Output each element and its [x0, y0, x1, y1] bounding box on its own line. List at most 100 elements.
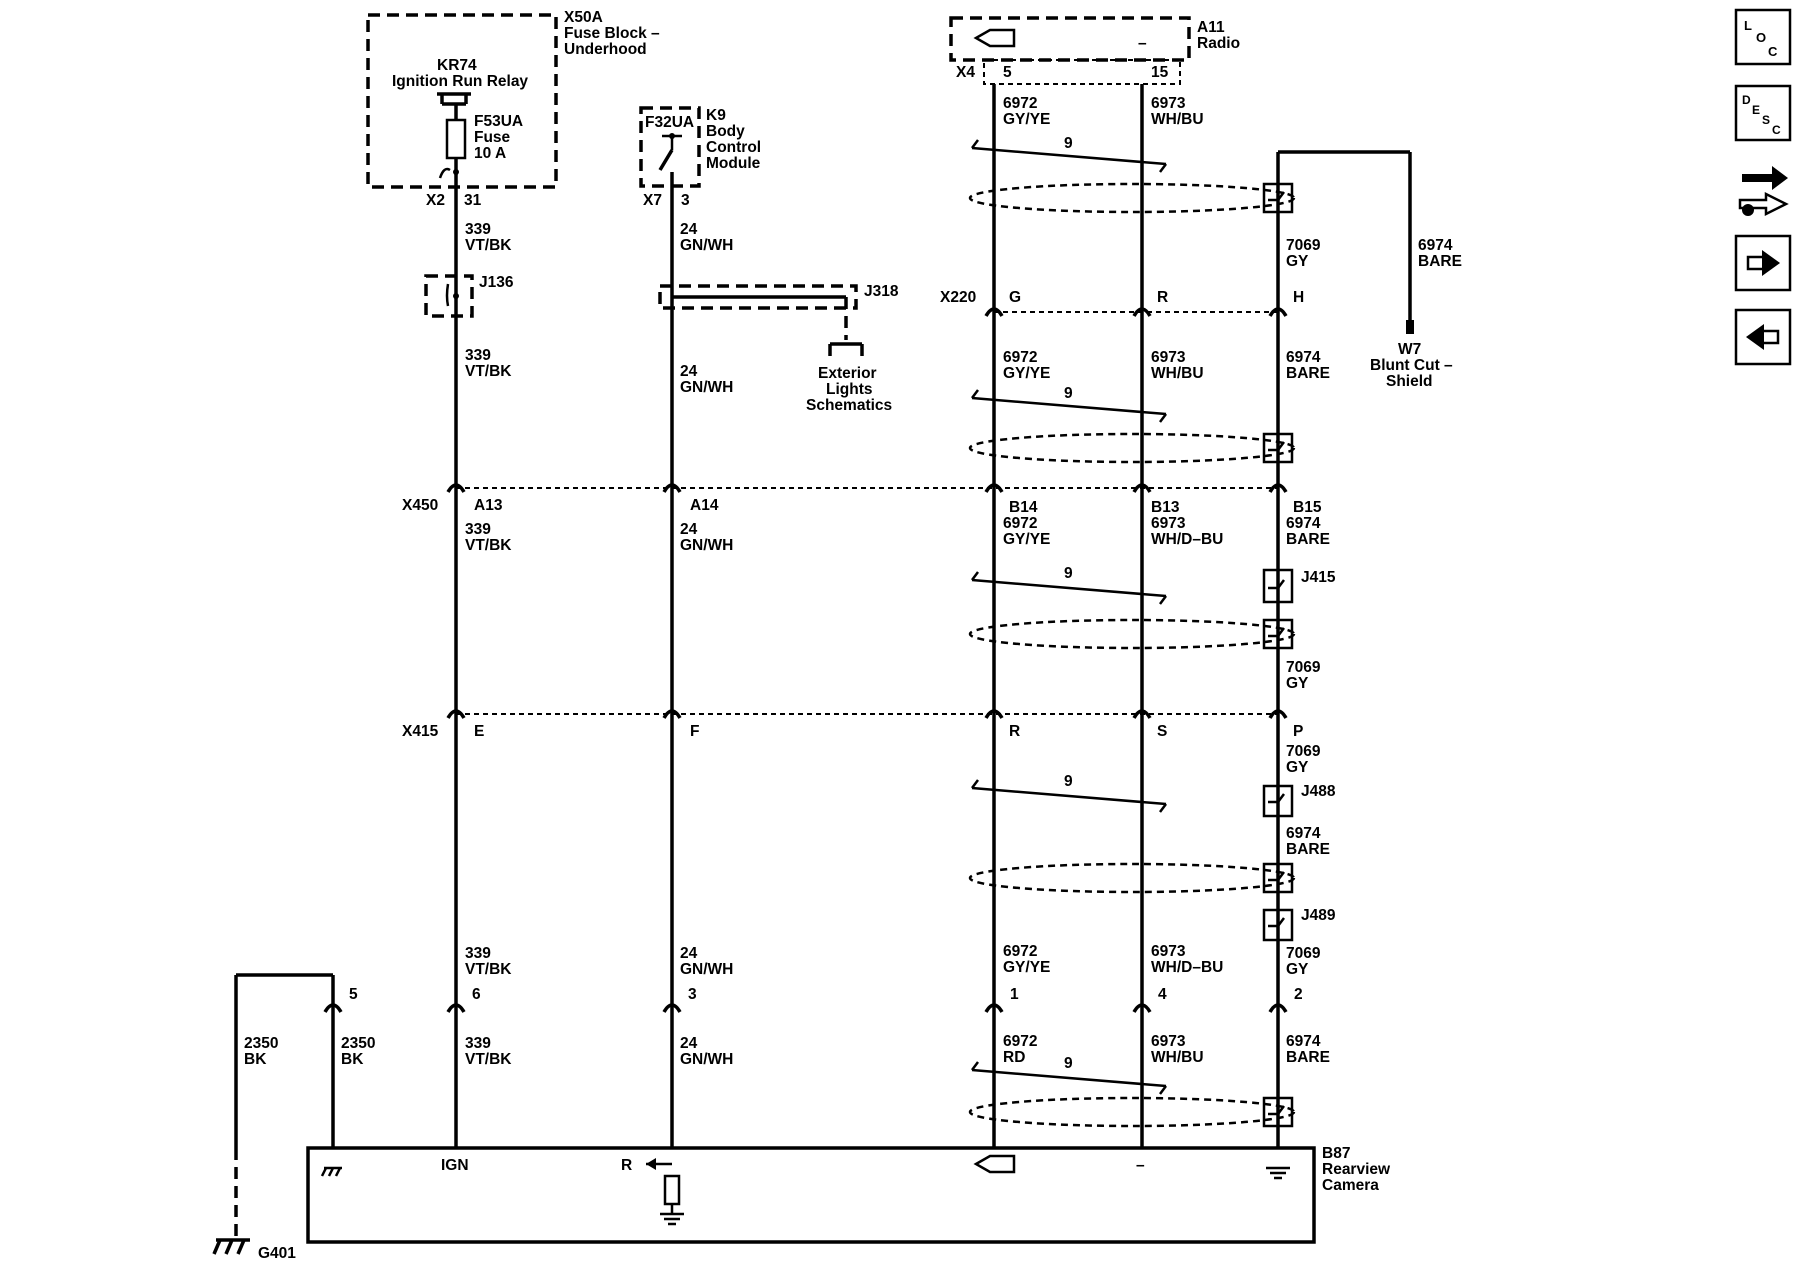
f53ua-rating: 10 A [474, 145, 506, 162]
j318-label: J318 [864, 283, 899, 300]
x450-pin-b15: B15 [1293, 499, 1322, 516]
k9-name-2: Control [706, 139, 761, 156]
x2-label: X2 [426, 192, 445, 209]
c24-color-5: GN/WH [680, 1051, 733, 1068]
desc-button[interactable]: D E S C [1734, 84, 1792, 142]
prev-page-button[interactable] [1734, 308, 1792, 366]
c6974-color-4: BARE [1286, 841, 1330, 858]
svg-text:L: L [1744, 18, 1752, 33]
a11-id: A11 [1197, 19, 1225, 36]
c339-num-2: 339 [465, 347, 491, 364]
j318-splice [658, 284, 864, 356]
x415-label: X415 [402, 723, 439, 740]
c6973-num-4: 6973 [1151, 943, 1186, 960]
chassis-ground-icon [320, 1166, 342, 1177]
c339-num-5: 339 [465, 1035, 491, 1052]
x450-pin-a14: A14 [690, 497, 719, 514]
next-page-button[interactable] [1734, 234, 1792, 292]
x7-label: X7 [643, 192, 662, 209]
svg-text:O: O [1756, 30, 1766, 45]
shield-1 [968, 182, 1296, 214]
j415-splice [1262, 568, 1294, 604]
signal-ground-icon [1266, 1166, 1290, 1180]
arrow-left-icon [1746, 324, 1780, 350]
twist-3: 9 [1064, 565, 1073, 582]
f32ua-id: F32UA [645, 114, 694, 131]
kr74-name: Ignition Run Relay [392, 73, 528, 90]
b87-pin-1: 1 [1010, 986, 1019, 1003]
c6974-color-2: BARE [1286, 365, 1330, 382]
x220-pin-g: G [1009, 289, 1021, 306]
shield-3 [968, 618, 1296, 650]
b87-r: R [621, 1157, 632, 1174]
twisted-pair-4: 9 [971, 773, 1167, 813]
c339-color-4: VT/BK [465, 961, 512, 978]
x415-pin-f: F [690, 723, 699, 740]
c339-color-3: VT/BK [465, 537, 512, 554]
kr74-id: KR74 [437, 57, 477, 74]
x50a-id: X50A [564, 9, 603, 26]
shield-drain-2 [1262, 432, 1294, 464]
twisted-pair-3: 9 [971, 565, 1167, 605]
x415-connector [446, 709, 1288, 719]
c339-color-2: VT/BK [465, 363, 512, 380]
x450-connector [446, 483, 1288, 493]
c339-num-4: 339 [465, 945, 491, 962]
twisted-pair-5: 9 [971, 1055, 1167, 1095]
b87-pin-row [323, 1003, 1288, 1013]
c6974-num-2: 6974 [1286, 349, 1321, 366]
c339-num-1: 339 [465, 221, 491, 238]
shield-2 [968, 432, 1296, 464]
shield-drain-5 [1262, 1096, 1294, 1128]
shield-drain-3 [1262, 618, 1294, 650]
b87-pin-3: 3 [688, 986, 697, 1003]
c7069-color-3: GY [1286, 759, 1309, 776]
x450-pin-b13: B13 [1151, 499, 1180, 516]
x2-pin-31: 31 [464, 192, 482, 209]
j415-label: J415 [1301, 569, 1336, 586]
k9-body-control-module: F32UA K9 Body Control Module [639, 106, 761, 188]
c6973-color-1: WH/BU [1151, 111, 1204, 128]
connector-wrench-icon [1738, 166, 1789, 217]
c6974-color-3: BARE [1286, 531, 1330, 548]
b87-pin-6: 6 [472, 986, 481, 1003]
c339-num-3: 339 [465, 521, 491, 538]
c24-num-5: 24 [680, 1035, 698, 1052]
c6973-num-5: 6973 [1151, 1033, 1186, 1050]
x220-connector [984, 307, 1288, 317]
c24-num-4: 24 [680, 945, 698, 962]
loc-button[interactable]: L O C [1734, 8, 1792, 66]
shield-5 [968, 1096, 1296, 1128]
w7-name-2: Shield [1386, 373, 1433, 390]
c7069-color-1: GY [1286, 253, 1309, 270]
x415-pin-p: P [1293, 723, 1303, 740]
c6972-num-5: 6972 [1003, 1033, 1037, 1050]
j489-splice [1262, 908, 1294, 942]
g401-label: G401 [258, 1245, 296, 1262]
a11-minus: – [1138, 35, 1147, 52]
c6974-color-5: BARE [1286, 1049, 1330, 1066]
c6973-num-2: 6973 [1151, 349, 1186, 366]
c6972-num-3: 6972 [1003, 515, 1037, 532]
x415-pin-r: R [1009, 723, 1020, 740]
x450-label: X450 [402, 497, 438, 514]
c2350-num-2: 2350 [341, 1035, 375, 1052]
c339-color-5: VT/BK [465, 1051, 512, 1068]
c7069-num-3: 7069 [1286, 743, 1321, 760]
c7069-color-4: GY [1286, 961, 1309, 978]
x50a-name-1: Fuse Block – [564, 25, 660, 42]
j489-label: J489 [1301, 907, 1336, 924]
c6974-num-w7: 6974 [1418, 237, 1453, 254]
k9-name-3: Module [706, 155, 761, 172]
arrow-left-icon [646, 1158, 672, 1170]
c7069-num-2: 7069 [1286, 659, 1321, 676]
connector-diagnostics-button[interactable] [1738, 166, 1789, 217]
svg-text:S: S [1762, 113, 1770, 127]
x415-pin-e: E [474, 723, 484, 740]
c7069-num-4: 7069 [1286, 945, 1321, 962]
svg-text:C: C [1772, 123, 1781, 137]
c6972-color-5: RD [1003, 1049, 1025, 1066]
c24-color-4: GN/WH [680, 961, 733, 978]
f53ua-id: F53UA [474, 113, 523, 130]
